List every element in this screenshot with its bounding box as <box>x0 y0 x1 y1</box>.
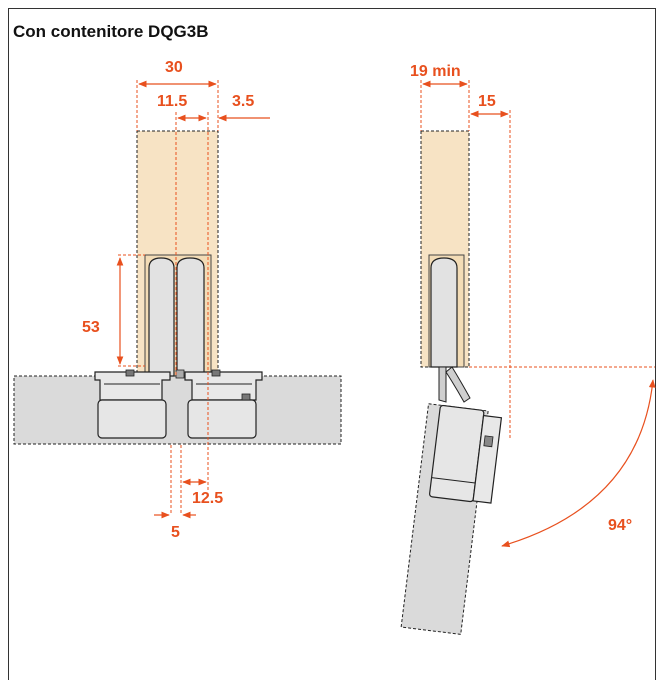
hinge-base-right <box>187 399 257 439</box>
left-view <box>13 80 342 519</box>
horizontal-panel <box>13 375 342 445</box>
dim-gap: 5 <box>171 524 180 541</box>
hinge-body-right <box>176 257 205 377</box>
dim-side-clearance: 15 <box>478 93 496 110</box>
dim-cup-offset: 11.5 <box>157 93 187 110</box>
dim-min-thickness: 19 min <box>410 63 461 80</box>
hinge-base-left <box>97 399 167 439</box>
side-hinge-body <box>430 257 458 368</box>
drawing-frame <box>8 8 656 680</box>
right-view <box>400 80 656 635</box>
dim-opening-angle: 94° <box>608 517 632 534</box>
dim-width-total: 30 <box>165 59 183 76</box>
drawing-title: Con contenitore DQG3B <box>13 22 209 41</box>
hinge-arm <box>438 366 471 403</box>
dim-overlay: 12.5 <box>192 490 223 507</box>
mounting-plate-right <box>184 371 263 401</box>
dim-cup-height: 53 <box>82 319 100 336</box>
hinge-body-left <box>148 257 175 377</box>
dim-edge-offset: 3.5 <box>232 93 254 110</box>
